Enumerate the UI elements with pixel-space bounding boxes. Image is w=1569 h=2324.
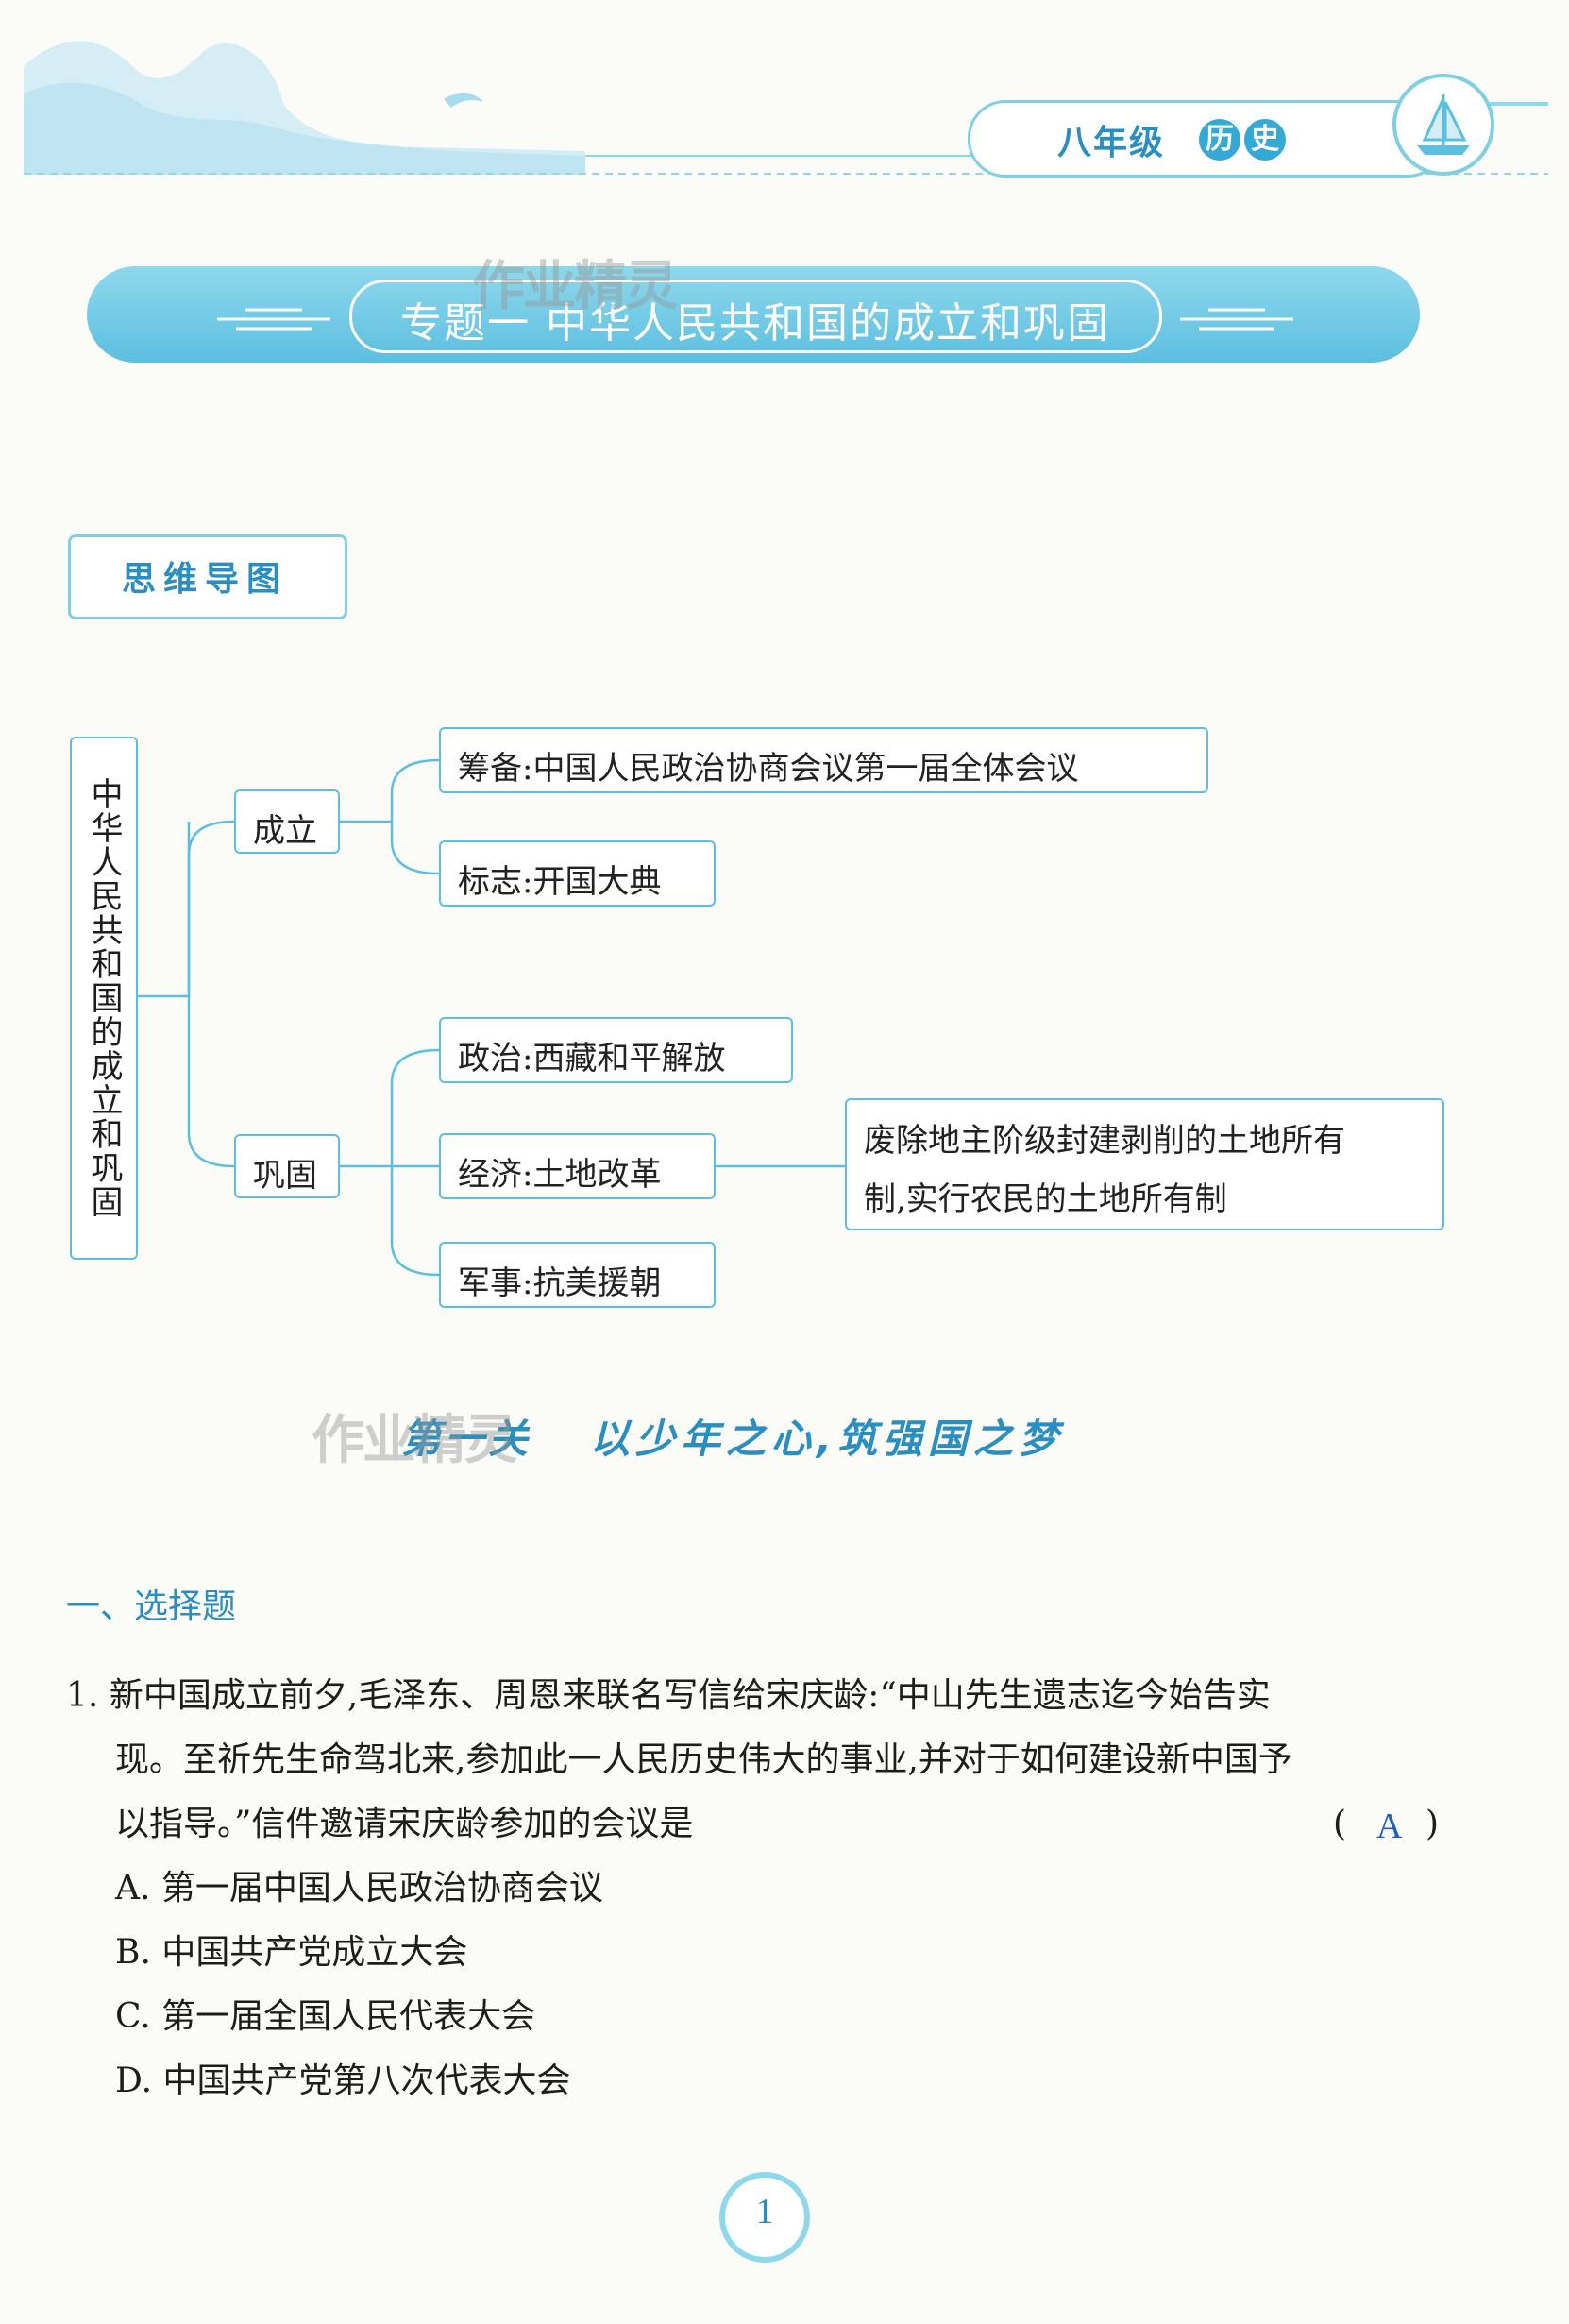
option-d: D. 中国共产党第八次代表大会 <box>115 2049 571 2113</box>
option-a-key: A. <box>115 1869 151 1908</box>
branch-consolidation: 巩固 <box>234 1134 340 1198</box>
mind-map-label: 思维导图 <box>121 560 288 599</box>
banner-ornament-right <box>1180 308 1293 331</box>
node-preparation: 筹备:中国人民政治协商会议第一届全体会议 <box>439 727 1208 793</box>
option-d-text: 中国共产党第八次代表大会 <box>162 2061 571 2100</box>
watermark-middle: 作业精灵 <box>312 1410 517 1471</box>
option-c-text: 第一届全国人民代表大会 <box>161 1997 536 2036</box>
watermark-top: 作业精灵 <box>472 256 678 317</box>
node-symbol: 标志:开国大典 <box>439 840 716 907</box>
answer-paren-open: ( <box>1333 1805 1347 1843</box>
node-economy: 经济:土地改革 <box>439 1133 716 1199</box>
node-economy-detail: 废除地主阶级封建剥削的土地所有 制,实行农民的土地所有制 <box>845 1098 1444 1230</box>
sailboat-emblem <box>1392 74 1494 176</box>
node-politics: 政治:西藏和平解放 <box>439 1017 793 1083</box>
subject-char-2: 史 <box>1244 119 1286 161</box>
sailboat-icon <box>1417 94 1470 155</box>
topic-banner <box>87 266 1420 363</box>
branch-founding: 成立 <box>234 789 340 854</box>
topic-title-frame <box>349 280 1162 353</box>
page-number: 1 <box>755 2192 774 2231</box>
economy-detail-line-2: 制,实行农民的土地所有制 <box>864 1180 1227 1218</box>
question-stem-1: 新中国成立前夕,毛泽东、周恩来联名写信给宋庆龄:“中山先生遗志迄今始告实 <box>109 1676 1271 1715</box>
answer-letter: A <box>1376 1807 1403 1846</box>
option-d-key: D. <box>115 2061 153 2100</box>
question-stem-2: 现。至祈先生命驾北来,参加此一人民历史伟大的事业,并对于如何建设新中国予 <box>115 1740 1292 1779</box>
question-1-line-1: 1. 新中国成立前夕,毛泽东、周恩来联名写信给宋庆龄:“中山先生遗志迄今始告实 <box>66 1664 1271 1728</box>
option-c-key: C. <box>115 1997 151 2036</box>
dolphin-icon <box>444 93 483 108</box>
answer-paren-close: ) <box>1426 1805 1440 1843</box>
grade-label: 八年级 <box>1057 123 1166 162</box>
slogan: 以少年之心,筑强国之梦 <box>590 1416 1064 1462</box>
option-a-text: 第一届中国人民政治协商会议 <box>160 1869 603 1908</box>
option-b: B. 中国共产党成立大会 <box>115 1921 467 1985</box>
mind-map-root: 中华人民共和国的成立和巩固 <box>70 737 138 1260</box>
section-title: 一、选择题 <box>66 1587 237 1626</box>
option-a: A. 第一届中国人民政治协商会议 <box>115 1857 603 1921</box>
subject-char-1: 历 <box>1199 119 1240 161</box>
node-military: 军事:抗美援朝 <box>439 1242 716 1308</box>
banner-ornament-left <box>217 308 330 331</box>
option-c: C. 第一届全国人民代表大会 <box>115 1985 535 2049</box>
question-stem-3: 以指导。”信件邀请宋庆龄参加的会议是 <box>115 1805 694 1843</box>
page-number-ring <box>719 2172 810 2263</box>
level-label: 第一关 <box>401 1416 532 1462</box>
question-number: 1. <box>66 1676 99 1715</box>
option-b-text: 中国共产党成立大会 <box>161 1933 468 1972</box>
option-b-key: B. <box>115 1933 151 1972</box>
topic-title: 专题一 中华人民共和国的成立和巩固 <box>400 299 1110 348</box>
economy-detail-line-1: 废除地主阶级封建剥削的土地所有 <box>864 1122 1345 1160</box>
mind-map-connectors <box>135 758 845 1277</box>
mind-map-label-frame <box>68 534 347 619</box>
